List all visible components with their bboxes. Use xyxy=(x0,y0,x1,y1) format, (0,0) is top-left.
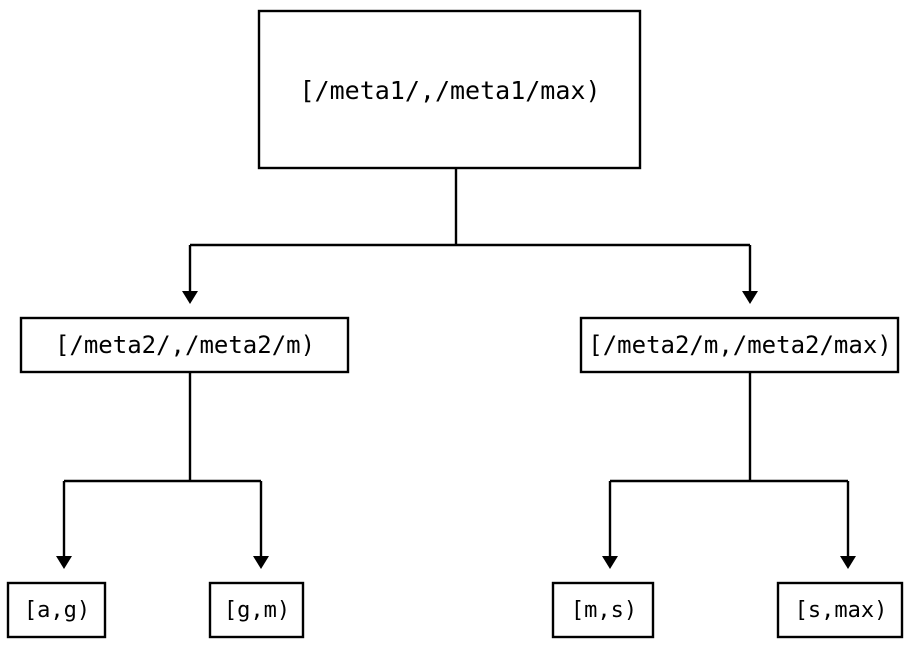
node-mid-right-box[interactable] xyxy=(579,316,900,374)
node-leaf-4-label: [s,max) xyxy=(795,598,888,623)
node-mid-left-box[interactable] xyxy=(19,316,350,374)
node-leaf-3-label: [m,s) xyxy=(571,598,637,623)
node-leaf-4[interactable]: [s,max) xyxy=(776,581,904,639)
arrowhead-mid-left-to-leaf2 xyxy=(253,556,269,569)
node-leaf-2[interactable]: [g,m) xyxy=(208,581,305,639)
node-root[interactable]: [/meta1/,/meta1/max) xyxy=(257,9,642,170)
node-mid-right[interactable]: [/meta2/m,/meta2/max) xyxy=(579,316,900,374)
node-leaf-3[interactable]: [m,s) xyxy=(551,581,655,639)
arrowhead-mid-left-to-leaf1 xyxy=(56,556,72,569)
node-mid-right-label: [/meta2/m,/meta2/max) xyxy=(588,331,891,359)
node-mid-left-label: [/meta2/,/meta2/m) xyxy=(55,331,315,359)
node-root-label: [/meta1/,/meta1/max) xyxy=(299,76,600,105)
node-mid-left[interactable]: [/meta2/,/meta2/m) xyxy=(19,316,350,374)
node-leaf-1-label: [a,g) xyxy=(24,598,90,623)
edge-group-root xyxy=(182,168,758,304)
arrowhead-mid-right-to-leaf3 xyxy=(602,556,618,569)
edge-group-mid-right xyxy=(602,372,856,569)
node-leaf-1-box[interactable] xyxy=(6,581,107,639)
node-leaf-2-box[interactable] xyxy=(208,581,305,639)
node-root-box[interactable] xyxy=(257,9,642,170)
node-leaf-2-label: [g,m) xyxy=(224,598,290,623)
arrowhead-mid-right-to-leaf4 xyxy=(840,556,856,569)
node-leaf-3-box[interactable] xyxy=(551,581,655,639)
node-leaf-4-box[interactable] xyxy=(776,581,904,639)
arrowhead-root-to-mid-left xyxy=(182,291,198,304)
arrowhead-root-to-mid-right xyxy=(742,291,758,304)
edge-group-mid-left xyxy=(56,372,269,569)
node-leaf-1[interactable]: [a,g) xyxy=(6,581,107,639)
